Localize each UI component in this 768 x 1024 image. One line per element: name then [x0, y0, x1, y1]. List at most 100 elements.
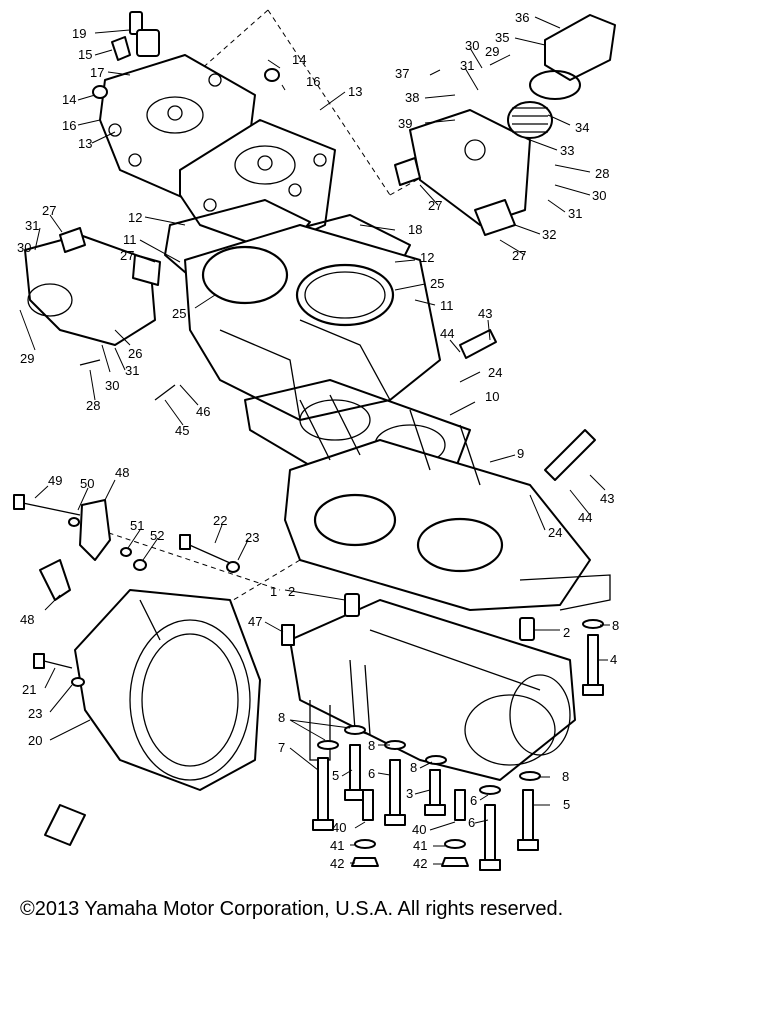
- label-11: 11: [440, 298, 454, 313]
- label-48: 48: [20, 612, 34, 627]
- label-28: 28: [595, 166, 609, 181]
- label-52: 52: [150, 528, 164, 543]
- label-44: 44: [578, 510, 592, 525]
- label-23: 23: [245, 530, 259, 545]
- cylinder-block: [184, 224, 441, 421]
- label-30: 30: [105, 378, 119, 393]
- engine-mount: [39, 499, 111, 601]
- thermostat-cover: [544, 14, 616, 81]
- label-45: 45: [175, 423, 189, 438]
- label-1: 1: [270, 584, 277, 599]
- label-49: 49: [48, 473, 62, 488]
- label-31: 31: [25, 218, 39, 233]
- gasket: [394, 157, 421, 186]
- label-33: 33: [560, 143, 574, 158]
- label-5: 5: [563, 797, 570, 812]
- label-5: 5: [332, 768, 339, 783]
- label-6: 6: [468, 815, 475, 830]
- label-26: 26: [128, 346, 142, 361]
- label-11: 11: [123, 232, 137, 247]
- label-31: 31: [125, 363, 139, 378]
- label-37: 37: [395, 66, 409, 81]
- copyright-notice: ©2013 Yamaha Motor Corporation, U.S.A. A…: [20, 898, 564, 920]
- label-41: 41: [413, 838, 427, 853]
- label-24: 24: [488, 365, 502, 380]
- label-24: 24: [548, 525, 562, 540]
- gasket: [59, 227, 86, 253]
- label-4: 4: [610, 652, 617, 667]
- label-30: 30: [592, 188, 606, 203]
- label-43: 43: [478, 306, 492, 321]
- label-2: 2: [563, 625, 570, 640]
- label-31: 31: [460, 58, 474, 73]
- label-29: 29: [20, 351, 34, 366]
- hose: [459, 329, 497, 359]
- label-15: 15: [78, 47, 92, 62]
- label-plate: [44, 804, 86, 846]
- exploded-parts-diagram: 19 15 17 14 16 13 14 16 13 36 35 30 29 3…: [13, 9, 619, 871]
- label-3: 3: [406, 786, 413, 801]
- label-25: 25: [430, 276, 444, 291]
- label-42: 42: [330, 856, 344, 871]
- label-16: 16: [306, 74, 320, 89]
- callout-labels: 19 15 17 14 16 13 14 16 13 36 35 30 29 3…: [17, 10, 619, 871]
- exhaust-manifold-left: [24, 234, 161, 346]
- label-39: 39: [398, 116, 412, 131]
- coupling-housing: [74, 589, 261, 791]
- label-36: 36: [515, 10, 529, 25]
- bolts: [13, 359, 604, 871]
- washers: [68, 68, 604, 795]
- label-18: 18: [408, 222, 422, 237]
- label-40: 40: [332, 820, 346, 835]
- dowel-pin: [519, 617, 535, 641]
- cover-gasket: [529, 70, 581, 100]
- label-51: 51: [130, 518, 144, 533]
- label-13: 13: [348, 84, 362, 99]
- label-23: 23: [28, 706, 42, 721]
- label-43: 43: [600, 491, 614, 506]
- label-12: 12: [128, 210, 142, 225]
- label-50: 50: [80, 476, 94, 491]
- label-32: 32: [542, 227, 556, 242]
- label-25: 25: [172, 306, 186, 321]
- label-14: 14: [292, 52, 306, 67]
- label-27: 27: [42, 203, 56, 218]
- label-42: 42: [413, 856, 427, 871]
- label-6: 6: [470, 793, 477, 808]
- leader-lines: [19, 16, 610, 865]
- label-41: 41: [330, 838, 344, 853]
- dowel-pin: [344, 593, 360, 617]
- label-30: 30: [17, 240, 31, 255]
- label-48: 48: [115, 465, 129, 480]
- label-40: 40: [412, 822, 426, 837]
- label-6: 6: [368, 766, 375, 781]
- hose: [544, 429, 596, 481]
- label-7: 7: [278, 740, 285, 755]
- crankcase-lower: [289, 599, 576, 781]
- label-21: 21: [22, 682, 36, 697]
- label-8: 8: [612, 618, 619, 633]
- label-47: 47: [248, 614, 262, 629]
- label-20: 20: [28, 733, 42, 748]
- label-8: 8: [278, 710, 285, 725]
- label-35: 35: [495, 30, 509, 45]
- label-13: 13: [78, 136, 92, 151]
- label-16: 16: [62, 118, 76, 133]
- label-17: 17: [90, 65, 104, 80]
- label-31: 31: [568, 206, 582, 221]
- label-10: 10: [485, 389, 499, 404]
- label-38: 38: [405, 90, 419, 105]
- label-30: 30: [465, 38, 479, 53]
- label-28: 28: [86, 398, 100, 413]
- thermostat: [507, 101, 553, 139]
- rubber-block: [281, 624, 295, 646]
- crankcase-upper: [284, 394, 611, 611]
- water-manifold: [409, 109, 531, 226]
- label-8: 8: [562, 769, 569, 784]
- label-29: 29: [485, 44, 499, 59]
- label-46: 46: [196, 404, 210, 419]
- label-19: 19: [72, 26, 86, 41]
- label-22: 22: [213, 513, 227, 528]
- label-14: 14: [62, 92, 76, 107]
- plug-cap: [111, 36, 131, 61]
